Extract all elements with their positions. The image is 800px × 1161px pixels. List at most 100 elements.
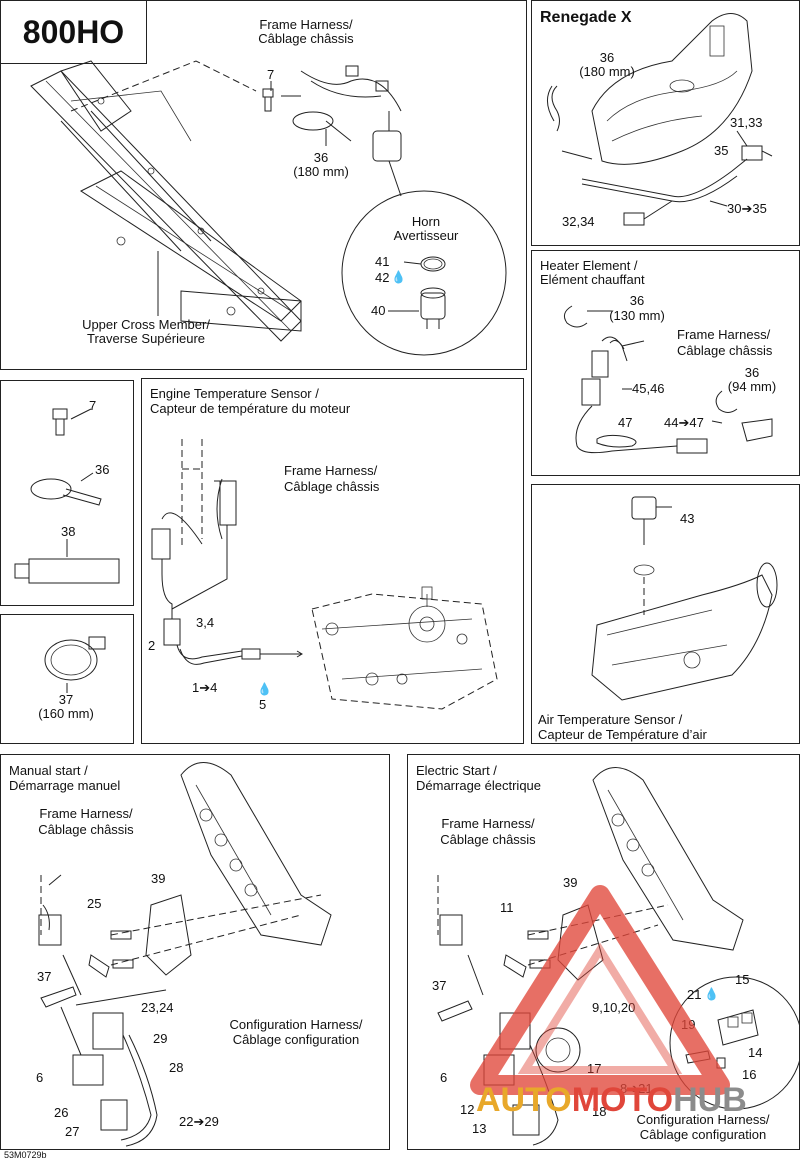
engine-sensor-panel: Engine Temperature Sensor / Capteur de t… bbox=[141, 378, 524, 744]
electric-part-37: 37 bbox=[432, 978, 447, 993]
manual-harness-fr: Câblage châssis bbox=[38, 822, 134, 837]
heater-part-4546: 45,46 bbox=[632, 381, 665, 396]
electric-title-en: Electric Start / bbox=[416, 763, 497, 778]
engine-harness-en: Frame Harness/ bbox=[284, 463, 378, 478]
electric-part-11: 11 bbox=[500, 900, 514, 915]
heater-part-36b-length: (94 mm) bbox=[727, 379, 777, 394]
watermark-text: AUTOMOTOHUB bbox=[476, 1082, 747, 1118]
renegade-drawing bbox=[547, 13, 773, 226]
heater-title-en: Heater Element / bbox=[540, 258, 638, 273]
manual-part-27: 27 bbox=[65, 1124, 80, 1139]
engine-part-5: 5 bbox=[259, 697, 267, 712]
manual-part-39: 39 bbox=[151, 871, 166, 886]
air-sensor-title-en: Air Temperature Sensor / bbox=[538, 712, 683, 727]
electric-part-17: 17 bbox=[587, 1061, 602, 1076]
frame-harness-label-fr: Câblage châssis bbox=[258, 31, 354, 46]
electric-config-fr: Câblage configuration bbox=[639, 1127, 767, 1142]
electric-harness-en: Frame Harness/ bbox=[441, 816, 535, 831]
part-36-label: 36 bbox=[313, 150, 329, 165]
part-42-label: 42 bbox=[375, 270, 390, 285]
engine-sensor-title-en: Engine Temperature Sensor / bbox=[150, 386, 319, 401]
electric-oil-drop-icon: 💧 bbox=[704, 987, 719, 1001]
engine-part-2: 2 bbox=[148, 638, 156, 653]
heater-drawing bbox=[563, 305, 773, 454]
renegade-part-36-length: (180 mm) bbox=[579, 64, 635, 79]
cross-member-label-fr: Traverse Supérieure bbox=[86, 331, 205, 346]
electric-part-14: 14 bbox=[748, 1045, 763, 1060]
parts-36-label: 36 bbox=[95, 462, 110, 477]
engine-sensor-drawing bbox=[151, 439, 498, 710]
renegade-part-36: 36 bbox=[599, 50, 615, 65]
parts-panel: 7 36 38 bbox=[0, 380, 134, 606]
engine-sensor-title-fr: Capteur de température du moteur bbox=[150, 401, 351, 416]
engine-part-34: 3,4 bbox=[196, 615, 215, 630]
heater-harness-fr: Câblage châssis bbox=[677, 343, 773, 358]
manual-part-26: 26 bbox=[54, 1105, 69, 1120]
heater-part-36a: 36 bbox=[629, 293, 645, 308]
air-sensor-drawing bbox=[591, 496, 778, 701]
electric-part-13: 13 bbox=[472, 1121, 487, 1136]
manual-config-fr: Câblage configuration bbox=[232, 1032, 360, 1047]
electric-config-en: Configuration Harness/ bbox=[636, 1112, 770, 1127]
manual-title-en: Manual start / bbox=[9, 763, 88, 778]
heater-part-47: 47 bbox=[618, 415, 633, 430]
manual-title-fr: Démarrage manuel bbox=[9, 778, 121, 793]
air-part-43: 43 bbox=[680, 511, 695, 526]
manual-harness-en: Frame Harness/ bbox=[39, 806, 133, 821]
air-sensor-title-fr: Capteur de Température d’air bbox=[538, 727, 707, 742]
air-sensor-panel: 43 Air Temperature Sensor / Capteur de T… bbox=[531, 484, 800, 744]
part-37-label: 37 bbox=[58, 692, 74, 707]
renegade-title: Renegade X bbox=[540, 9, 632, 26]
electric-part-18: 18 bbox=[592, 1104, 607, 1119]
part-37-length: (160 mm) bbox=[38, 706, 94, 721]
renegade-panel: Renegade X 36 (180 mm) 31,33 35 32,34 30… bbox=[531, 0, 800, 246]
heater-harness-en: Frame Harness/ bbox=[677, 327, 771, 342]
part-40-label: 40 bbox=[371, 303, 386, 318]
manual-part-29: 29 bbox=[153, 1031, 168, 1046]
part-36-length: (180 mm) bbox=[293, 164, 349, 179]
oil-drop-icon: 💧 bbox=[391, 270, 406, 284]
watermark-auto: AUTO bbox=[476, 1081, 572, 1119]
manual-part-2324: 23,24 bbox=[141, 1000, 174, 1015]
frame-drawing bbox=[30, 60, 507, 356]
electric-part-15: 15 bbox=[735, 972, 750, 987]
footer-code: 53M0729b bbox=[4, 1150, 47, 1160]
manual-start-panel: Manual start / Démarrage manuel Frame Ha… bbox=[0, 754, 390, 1150]
manual-part-6: 6 bbox=[36, 1070, 44, 1085]
watermark-hub: HUB bbox=[673, 1081, 747, 1119]
model-badge: 800HO bbox=[1, 1, 147, 64]
electric-part-19: 19 bbox=[681, 1017, 696, 1032]
part-7-label: 7 bbox=[267, 67, 275, 82]
engine-oil-drop-icon: 💧 bbox=[257, 682, 272, 696]
renegade-part-35: 35 bbox=[714, 143, 729, 158]
parts-38-label: 38 bbox=[61, 524, 76, 539]
renegade-part-3234: 32,34 bbox=[562, 214, 595, 229]
manual-part-37: 37 bbox=[37, 969, 52, 984]
electric-part-12: 12 bbox=[460, 1102, 475, 1117]
part-41-label: 41 bbox=[375, 254, 390, 269]
electric-part-21: 21 bbox=[687, 987, 702, 1002]
manual-part-25: 25 bbox=[87, 896, 102, 911]
renegade-part-3133: 31,33 bbox=[730, 115, 763, 130]
manual-start-drawing bbox=[38, 762, 332, 1147]
horn-label-en: Horn bbox=[411, 214, 441, 229]
electric-part-16: 16 bbox=[742, 1067, 757, 1082]
electric-harness-fr: Câblage châssis bbox=[440, 832, 536, 847]
heater-part-36b: 36 bbox=[744, 365, 760, 380]
manual-config-en: Configuration Harness/ bbox=[229, 1017, 363, 1032]
electric-part-6: 6 bbox=[440, 1070, 448, 1085]
cross-member-label-en: Upper Cross Member/ bbox=[82, 317, 210, 332]
heater-part-36a-length: (130 mm) bbox=[609, 308, 665, 323]
watermark-moto: MOTO bbox=[571, 1081, 674, 1119]
manual-part-28: 28 bbox=[169, 1060, 184, 1075]
electric-title-fr: Démarrage électrique bbox=[416, 778, 542, 793]
part37-drawing bbox=[44, 636, 106, 693]
electric-part-39: 39 bbox=[563, 875, 578, 890]
renegade-part-3035: 30➔35 bbox=[727, 201, 767, 216]
engine-part-14: 1➔4 bbox=[192, 680, 218, 695]
heater-part-4447: 44➔47 bbox=[664, 415, 704, 430]
frame-panel: 800HO Frame Harness/ Câblage châssis 7 3… bbox=[0, 0, 527, 370]
electric-part-91020: 9,10,20 bbox=[592, 1000, 636, 1015]
heater-title-fr: Elément chauffant bbox=[540, 272, 645, 287]
engine-harness-fr: Câblage châssis bbox=[284, 479, 380, 494]
